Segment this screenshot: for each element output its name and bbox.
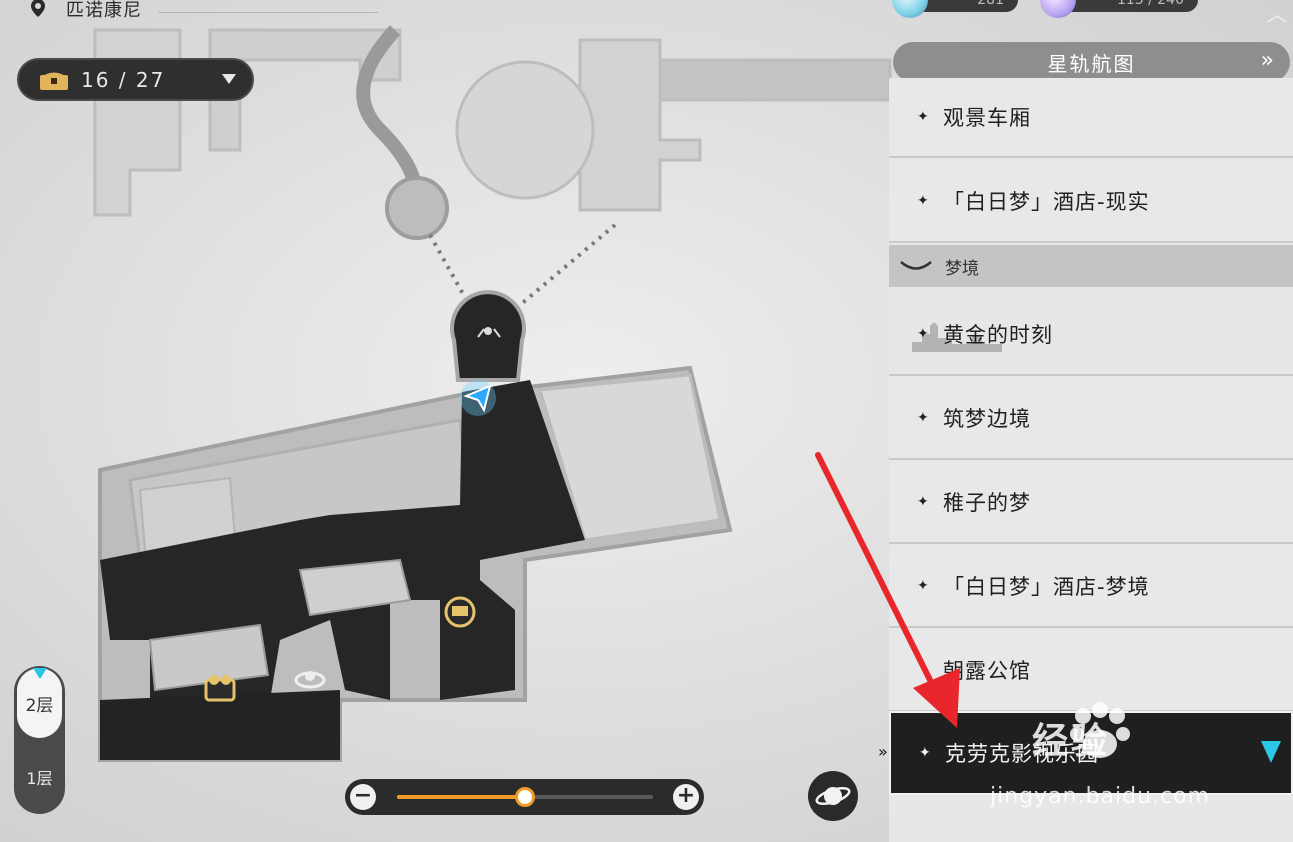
spin-marker-icon[interactable]: [294, 671, 326, 689]
chevron-right-icon: »: [1260, 48, 1276, 73]
list-item[interactable]: ✦ 观景车厢: [889, 78, 1293, 158]
location-pin-icon: [31, 0, 45, 17]
teleport-icon[interactable]: [477, 327, 501, 338]
floor-button-2[interactable]: 2层: [17, 668, 62, 738]
zoom-slider[interactable]: [397, 787, 653, 807]
resource-1-value: 281: [977, 0, 1004, 8]
list-item-label: 观景车厢: [943, 106, 1031, 130]
section-dream: 梦境: [889, 245, 1293, 287]
list-item-label: 黄金的时刻: [943, 322, 1053, 347]
location-divider: [158, 12, 378, 13]
list-item[interactable]: ✦ 黄金的时刻: [889, 293, 1293, 376]
list-item-label: 稚子的梦: [943, 490, 1031, 515]
floor-1-label: 1层: [26, 769, 53, 788]
zoom-in-button[interactable]: +: [673, 784, 699, 810]
camera-icon[interactable]: [204, 675, 236, 702]
shop-icon[interactable]: [444, 596, 476, 628]
player-marker-icon: [460, 380, 496, 416]
paw-logo-icon: [1070, 702, 1130, 758]
resource-1[interactable]: 281: [892, 0, 1018, 18]
chest-count: 16 / 27: [81, 67, 166, 92]
location-header: 匹诺康尼: [28, 0, 142, 24]
skyline-icon: [912, 322, 1002, 352]
planet-button[interactable]: [808, 771, 858, 821]
star-rail-map-button[interactable]: 星轨航图 »: [893, 42, 1290, 82]
floor-active-indicator-icon: [33, 668, 47, 679]
list-item[interactable]: ✦ 「白日梦」酒店-现实: [889, 160, 1293, 243]
panel-title: 星轨航图: [1047, 51, 1136, 76]
map-portal-node[interactable]: [450, 290, 526, 382]
floor-button-1[interactable]: 1层: [17, 760, 62, 794]
planet-icon: [815, 786, 851, 806]
list-item[interactable]: ✦ 筑梦边境: [889, 377, 1293, 460]
minus-icon: −: [353, 783, 373, 808]
list-item[interactable]: ✦ 稚子的梦: [889, 461, 1293, 544]
star-icon: ✦: [919, 745, 932, 761]
resource-2-value: 113 / 240: [1116, 0, 1184, 8]
watermark-url: jingyan.baidu.com: [990, 784, 1211, 809]
section-label: 梦境: [945, 258, 979, 279]
caret-down-icon[interactable]: [222, 74, 236, 84]
star-icon: ✦: [917, 577, 930, 594]
map-building: [98, 365, 733, 762]
map-dotted-links: [428, 223, 617, 311]
list-item-label: 「白日梦」酒店-现实: [943, 189, 1150, 214]
zoom-out-button[interactable]: −: [350, 784, 376, 810]
list-item-label: 「白日梦」酒店-梦境: [943, 574, 1150, 599]
map-upper-structure: [93, 28, 892, 217]
star-icon: ✦: [917, 192, 930, 209]
zoom-control: − +: [345, 779, 704, 815]
star-icon: ✦: [917, 409, 930, 426]
location-name: 匹诺康尼: [66, 0, 142, 21]
selected-arrow-icon: [1261, 741, 1281, 763]
watermark-brand: 经验: [1032, 721, 1111, 762]
star-icon: ✦: [917, 109, 930, 125]
chest-icon: [40, 72, 68, 90]
star-icon: ✦: [917, 493, 930, 510]
zoom-slider-thumb[interactable]: [515, 787, 535, 807]
list-item-label: 克劳克影视乐园: [945, 742, 1099, 766]
gem-icon: [892, 0, 928, 18]
list-item[interactable]: ✦ 「白日梦」酒店-梦境: [889, 545, 1293, 628]
list-item-label: 朝露公馆: [943, 658, 1031, 683]
resource-2[interactable]: 113 / 240: [1040, 0, 1198, 18]
power-icon: [1040, 0, 1076, 18]
zoom-slider-fill: [397, 795, 525, 799]
map-node[interactable]: [385, 176, 449, 240]
selection-pointer-icon: »: [878, 742, 888, 761]
plus-icon: +: [676, 783, 696, 808]
dream-icon: [900, 261, 932, 270]
collapse-icon[interactable]: ︿: [1267, 2, 1287, 26]
star-icon: ✦: [917, 325, 930, 342]
floor-2-label: 2层: [25, 695, 54, 716]
chest-counter[interactable]: 16 / 27: [17, 58, 254, 101]
list-item-label: 筑梦边境: [943, 406, 1031, 431]
